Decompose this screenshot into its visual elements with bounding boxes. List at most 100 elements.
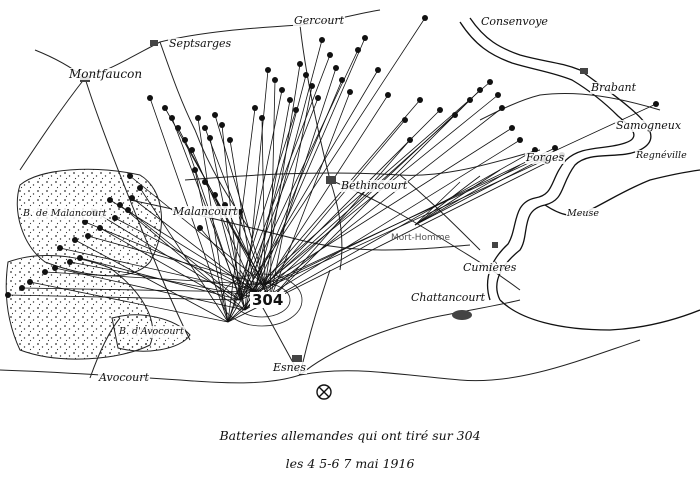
battery-icon bbox=[509, 125, 515, 131]
fire-line bbox=[254, 39, 323, 293]
battery-icon bbox=[112, 215, 118, 221]
battery-icon bbox=[19, 285, 25, 291]
hill-304-label: 304 bbox=[250, 291, 286, 309]
fire-line bbox=[84, 221, 256, 293]
caption-title: Batteries allemandes qui ont tiré sur 30… bbox=[219, 428, 481, 443]
battery-icon bbox=[212, 192, 218, 198]
fire-line bbox=[244, 74, 307, 311]
fire-line bbox=[264, 94, 389, 286]
fire-line bbox=[194, 169, 229, 323]
battery-icon bbox=[227, 137, 233, 143]
battery-icon bbox=[287, 97, 293, 103]
battery-icon bbox=[197, 225, 203, 231]
battery-icon bbox=[339, 77, 345, 83]
label-cumieres: Cumières bbox=[462, 261, 518, 274]
battery-icon bbox=[319, 37, 325, 43]
battery-icon bbox=[517, 137, 523, 143]
battery-icon bbox=[202, 179, 208, 185]
fire-line bbox=[239, 49, 359, 301]
fire-line bbox=[414, 159, 541, 226]
meuse-river bbox=[459, 17, 700, 331]
battery-icon bbox=[219, 122, 225, 128]
battery-icon bbox=[402, 117, 408, 123]
fire-line bbox=[414, 164, 521, 226]
battery-icon bbox=[27, 279, 33, 285]
label-bois-malancourt: B. de Malancourt bbox=[22, 208, 108, 220]
battery-icon bbox=[5, 292, 11, 298]
fire-line bbox=[227, 107, 256, 323]
fire-line bbox=[264, 67, 337, 286]
battery-icon bbox=[125, 207, 131, 213]
label-bois-avocourt: B. d'Avocourt bbox=[118, 326, 185, 338]
battery-icon bbox=[107, 197, 113, 203]
battery-icon bbox=[407, 137, 413, 143]
battery-icon bbox=[207, 135, 213, 141]
fire-line bbox=[209, 137, 246, 311]
battery-icon bbox=[552, 145, 558, 151]
label-chattancourt: Chattancourt bbox=[410, 291, 487, 304]
battery-icon bbox=[127, 173, 133, 179]
label-avocourt: Avocourt bbox=[98, 371, 150, 384]
battery-icon bbox=[417, 97, 423, 103]
fire-line bbox=[139, 187, 229, 323]
battery-icon bbox=[189, 147, 195, 153]
battery-icon bbox=[169, 115, 175, 121]
battery-icon bbox=[422, 15, 428, 21]
battery-icon bbox=[259, 115, 265, 121]
fire-line bbox=[269, 85, 313, 301]
battery-icon bbox=[495, 92, 501, 98]
fire-line bbox=[244, 69, 269, 311]
battery-icon bbox=[72, 237, 78, 243]
battery-icon bbox=[147, 95, 153, 101]
fire-line bbox=[69, 261, 271, 301]
fire-line bbox=[184, 139, 241, 301]
battery-icon bbox=[82, 219, 88, 225]
battery-icon bbox=[129, 195, 135, 201]
label-meuse: Meuse bbox=[566, 208, 600, 220]
fire-line bbox=[227, 54, 331, 323]
battery-icon bbox=[347, 89, 353, 95]
label-septsarges: Septsarges bbox=[168, 37, 233, 50]
battery-icon bbox=[303, 72, 309, 78]
caption-dates: les 4 5-6 7 mai 1916 bbox=[285, 456, 415, 471]
battery-icon bbox=[57, 245, 63, 251]
battery-icon bbox=[499, 105, 505, 111]
battery-icon bbox=[85, 233, 91, 239]
fire-line bbox=[269, 139, 411, 301]
battery-icon bbox=[333, 65, 339, 71]
label-mort-homme: Mort-Homme bbox=[391, 233, 451, 243]
battery-icon bbox=[452, 112, 458, 118]
fire-line bbox=[79, 257, 241, 301]
battery-icon bbox=[487, 79, 493, 85]
battery-icon bbox=[355, 47, 361, 53]
fire-line bbox=[414, 181, 461, 226]
fire-line bbox=[74, 239, 229, 323]
battery-icon bbox=[212, 112, 218, 118]
fire-line bbox=[227, 107, 503, 323]
battery-icon bbox=[202, 125, 208, 131]
fire-line bbox=[414, 169, 501, 226]
battery-icon bbox=[297, 61, 303, 67]
label-regneville: Regnéville bbox=[635, 150, 688, 162]
label-gercourt: Gercourt bbox=[293, 14, 346, 27]
fire-line bbox=[119, 204, 246, 311]
label-malancourt: Malancourt bbox=[172, 205, 239, 218]
battery-icon bbox=[175, 125, 181, 131]
fire-line bbox=[129, 175, 266, 286]
battery-icon bbox=[117, 202, 123, 208]
battery-icon bbox=[272, 77, 278, 83]
label-consenvoye: Consenvoye bbox=[480, 15, 549, 28]
battery-icon bbox=[279, 87, 285, 93]
fire-line bbox=[191, 149, 256, 293]
battery-icon bbox=[315, 95, 321, 101]
fire-line bbox=[264, 127, 513, 286]
battery-icon bbox=[385, 92, 391, 98]
label-montfaucon: Montfaucon bbox=[68, 67, 144, 81]
fire-line bbox=[197, 117, 229, 323]
fire-line bbox=[227, 109, 441, 323]
label-brabant: Brabant bbox=[590, 81, 638, 94]
battery-icon bbox=[137, 185, 143, 191]
fire-line bbox=[229, 139, 256, 293]
battery-icon bbox=[67, 259, 73, 265]
